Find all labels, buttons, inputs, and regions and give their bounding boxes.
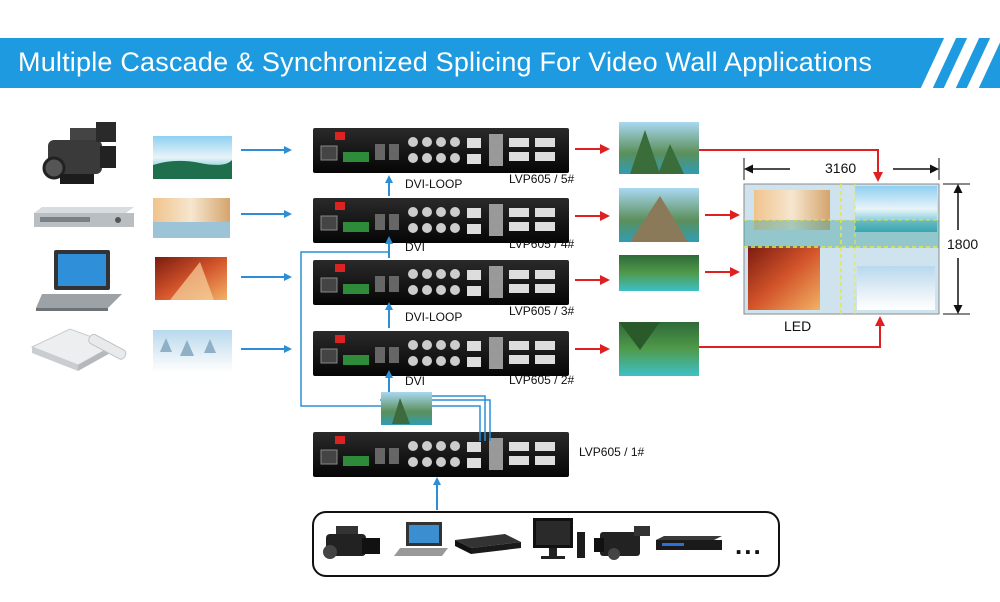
processor-unit-2 bbox=[312, 330, 570, 377]
input-devices-panel bbox=[312, 511, 780, 577]
processor-label: LVP605 / 5# bbox=[509, 172, 575, 186]
source-image-1 bbox=[153, 136, 232, 179]
link-label: DVI-LOOP bbox=[405, 177, 463, 191]
dvi-cable bbox=[432, 395, 486, 441]
source-image-2 bbox=[153, 198, 230, 238]
link-label: DVI bbox=[405, 240, 426, 254]
dvd-player-icon bbox=[34, 207, 134, 227]
output-image-3 bbox=[619, 255, 699, 291]
processor-unit-3 bbox=[312, 259, 570, 306]
page-title: Multiple Cascade & Synchronized Splicing… bbox=[18, 47, 873, 77]
preview-image bbox=[381, 392, 432, 425]
processor-label: LVP605 / 4# bbox=[509, 237, 575, 251]
output-image-1 bbox=[619, 122, 699, 174]
source-image-4 bbox=[153, 330, 232, 373]
source-image-3 bbox=[155, 257, 227, 300]
laptop-icon bbox=[36, 250, 122, 311]
processor-label: LVP605 / 3# bbox=[509, 304, 575, 318]
processor-label: LVP605 / 1# bbox=[579, 445, 645, 459]
dvi-cable bbox=[300, 251, 481, 441]
processor-unit-1 bbox=[312, 431, 570, 478]
processor-label: LVP605 / 2# bbox=[509, 373, 575, 387]
title-banner: Multiple Cascade & Synchronized Splicing… bbox=[0, 38, 1000, 88]
video-camera-icon bbox=[42, 122, 116, 184]
led-label: LED bbox=[784, 318, 812, 334]
media-box-icon bbox=[30, 328, 127, 371]
processor-unit-5 bbox=[313, 128, 569, 173]
wall-arrow bbox=[699, 149, 883, 182]
output-image-4 bbox=[619, 322, 699, 376]
link-label: DVI-LOOP bbox=[405, 310, 463, 324]
output-image-2 bbox=[619, 188, 699, 242]
wall-arrow bbox=[699, 316, 885, 348]
more-devices-label: ... bbox=[735, 530, 763, 560]
link-label: DVI bbox=[405, 374, 426, 388]
led-wall bbox=[743, 183, 940, 315]
led-width-label: 3160 bbox=[822, 160, 860, 176]
led-height-label: 1800 bbox=[944, 236, 982, 252]
